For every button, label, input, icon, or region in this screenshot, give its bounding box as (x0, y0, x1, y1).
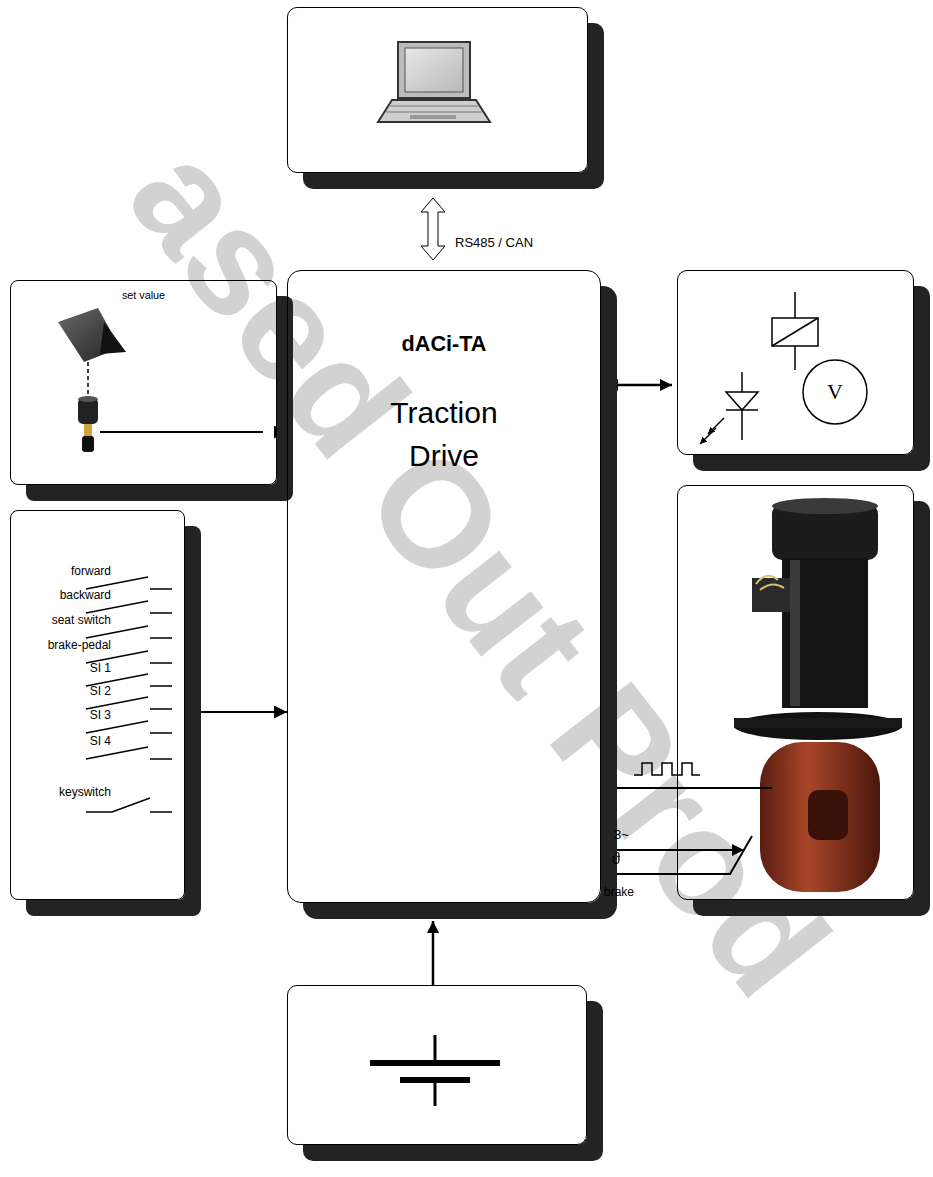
switch-input-box: forward backward seat switch brake-pedal SI … (10, 510, 185, 900)
box-title: set value (11, 289, 276, 301)
controller-box: dACi-TA Traction Drive (287, 270, 601, 903)
signal-label: brake (604, 886, 634, 900)
signal-label: 3~ (614, 828, 629, 843)
switch-label: keyswitch (59, 785, 111, 799)
switch-label: brake-pedal (48, 638, 111, 652)
io-symbols (700, 292, 867, 444)
device-name: dACi-TA (288, 331, 600, 357)
switch-label: backward (60, 588, 111, 602)
watermark: ased Out Prod (105, 120, 854, 1020)
io-arrow (606, 384, 672, 387)
setpoint-box: set value (10, 280, 277, 485)
bus-arrow (421, 198, 445, 260)
switch-symbols (86, 577, 172, 812)
meter-symbol-letter: V (827, 379, 843, 404)
bus-label: RS485 / CAN (455, 236, 533, 251)
laptop-icon (378, 42, 490, 122)
drive-motor-illustration (734, 498, 902, 892)
switch-label: SI 4 (90, 734, 111, 748)
signal-arrow (277, 431, 287, 433)
switch-label: SI 3 (90, 708, 111, 722)
switch-label: forward (71, 564, 111, 578)
pedal-sensor-illustration (58, 308, 263, 452)
switch-label: seat switch (52, 613, 111, 627)
signal-label: ϑ (612, 850, 620, 868)
switch-label: SI 1 (90, 661, 111, 675)
signal-arrow (185, 711, 287, 713)
device-function: Traction Drive (369, 391, 519, 477)
battery-symbol (370, 921, 500, 1106)
switch-label: SI 2 (90, 684, 111, 698)
motor-signals (605, 763, 772, 874)
